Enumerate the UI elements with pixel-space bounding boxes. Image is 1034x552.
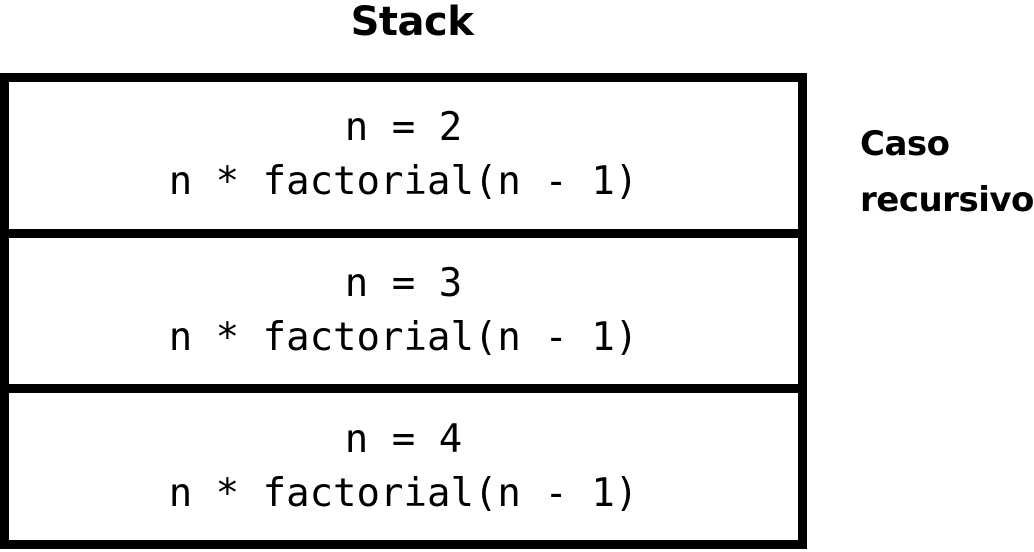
call-stack: n = 2 n * factorial(n - 1) n = 3 n * fac… [0, 73, 807, 549]
frame-variable: n = 4 [344, 416, 463, 462]
frame-expression: n * factorial(n - 1) [168, 159, 639, 205]
frame-expression: n * factorial(n - 1) [168, 315, 639, 360]
stack-frame-middle: n = 3 n * factorial(n - 1) [9, 228, 798, 385]
stack-title: Stack [350, 0, 474, 45]
frame-variable: n = 2 [344, 105, 463, 151]
frame-variable: n = 3 [344, 261, 463, 306]
frame-expression: n * factorial(n - 1) [168, 470, 639, 516]
recursive-case-label-line2: recursivo [860, 180, 1034, 220]
recursive-case-label-line1: Caso [860, 124, 950, 164]
stack-frame-bottom: n = 4 n * factorial(n - 1) [9, 384, 798, 540]
recursive-case-label: Caso recursivo [860, 116, 1034, 228]
stack-frame-top: n = 2 n * factorial(n - 1) [9, 82, 798, 229]
